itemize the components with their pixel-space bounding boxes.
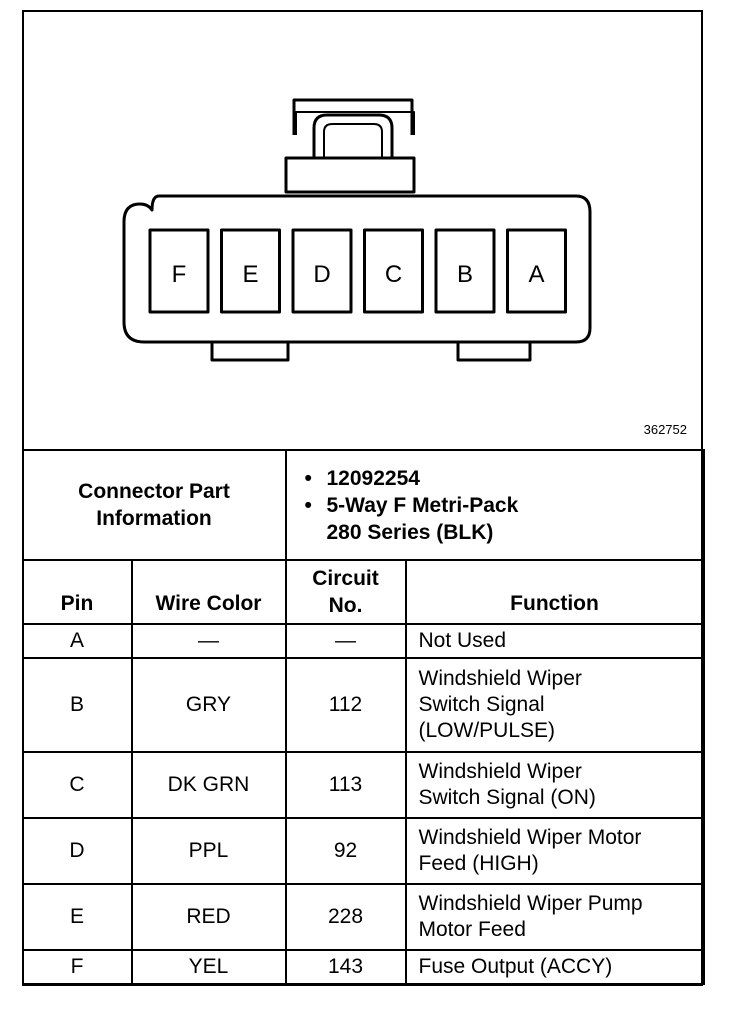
wire-color-cell: —	[130, 623, 287, 659]
latch-outer	[295, 111, 415, 135]
pin-label-b: B	[457, 261, 473, 288]
connector-series: 280 Series (BLK)	[326, 520, 494, 544]
circuit-cell: 92	[284, 817, 407, 885]
pin-label-a: A	[528, 261, 544, 288]
pinout-table: Connector Part Information •12092254 •5-…	[21, 449, 705, 985]
pin-label-e: E	[242, 261, 258, 288]
pin-label-c: C	[385, 261, 402, 288]
wire-color-cell: PPL	[130, 817, 287, 885]
function-line: Not Used	[418, 629, 507, 652]
pin-cell: C	[21, 751, 133, 819]
function-line: Fuse Output (ACCY)	[418, 955, 613, 978]
pin-cell: F	[21, 949, 133, 985]
wire-color-cell: RED	[130, 883, 287, 951]
function-line: Motor Feed	[418, 918, 526, 941]
figure-number: 362752	[643, 422, 687, 437]
circuit-cell: 112	[284, 657, 407, 753]
pin-cell: D	[21, 817, 133, 885]
function-cell: Fuse Output (ACCY)	[404, 949, 705, 985]
latch-loop	[312, 113, 394, 158]
circuit-cell: —	[284, 623, 407, 659]
connector-info-values: •12092254 •5-Way F Metri-Pack 280 Series…	[284, 449, 705, 561]
wire-color-cell: GRY	[130, 657, 287, 753]
bottom-key-left	[210, 342, 290, 362]
locking-tab	[292, 98, 414, 135]
header-circuit-no: Circuit No.	[284, 559, 407, 625]
part-number: •12092254	[304, 466, 420, 490]
latch-inner	[323, 123, 383, 158]
connector-info-label: Connector Part Information	[21, 449, 287, 561]
pin-cavity-c	[363, 228, 424, 314]
circuit-cell: 228	[284, 883, 407, 951]
latch-base	[284, 156, 416, 194]
pin-cavity-a	[506, 228, 567, 314]
pin-cavity-d	[291, 228, 353, 314]
pin-cell: E	[21, 883, 133, 951]
function-line: Windshield Wiper Motor	[418, 826, 642, 849]
pin-label-f: F	[172, 261, 187, 288]
table-header-row: Pin Wire Color Circuit No. Function	[21, 559, 705, 625]
function-line: Windshield Wiper	[418, 760, 582, 783]
connector-info-row: Connector Part Information •12092254 •5-…	[21, 449, 705, 561]
function-line: Switch Signal (ON)	[418, 786, 596, 809]
bottom-key-right	[456, 342, 532, 362]
circuit-cell: 143	[284, 949, 407, 985]
header-wire-color: Wire Color	[130, 559, 287, 625]
function-cell: Not Used	[404, 623, 705, 659]
wire-color-cell: DK GRN	[130, 751, 287, 819]
connector-diagram: F E D C B A 362752	[24, 12, 701, 449]
connector-type: •5-Way F Metri-Pack	[304, 493, 519, 517]
circuit-cell: 113	[284, 751, 407, 819]
function-line: Windshield Wiper	[418, 667, 582, 690]
connector-housing	[122, 194, 592, 344]
pin-label-d: D	[313, 261, 330, 288]
pin-cavity-e	[220, 228, 281, 314]
header-function: Function	[404, 559, 705, 625]
function-line: Feed (HIGH)	[418, 852, 539, 875]
pin-cavity-f	[148, 228, 210, 314]
function-line: (LOW/PULSE)	[418, 719, 556, 742]
pin-cell: B	[21, 657, 133, 753]
pin-cavity-b	[434, 228, 496, 314]
pin-cell: A	[21, 623, 133, 659]
header-pin: Pin	[21, 559, 133, 625]
table-row: A——Not Used	[21, 623, 705, 659]
wire-color-cell: YEL	[130, 949, 287, 985]
function-line: Windshield Wiper Pump	[418, 892, 643, 915]
function-line: Switch Signal	[418, 693, 545, 716]
